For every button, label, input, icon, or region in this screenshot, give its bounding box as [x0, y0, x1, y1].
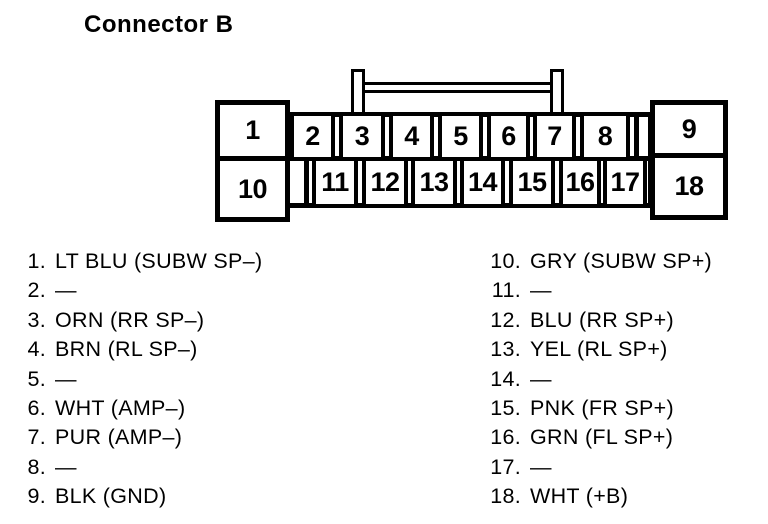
pin-box-1: 1 [215, 100, 290, 161]
legend-pin-number: 10. [490, 249, 521, 273]
legend-pin-number: 17. [490, 454, 521, 479]
legend-entry-17: 17. — [484, 453, 712, 482]
pin-box-6: 6 [487, 112, 530, 161]
legend-entry-2: 2. — [24, 276, 262, 305]
legend-pin-number: 3. [27, 307, 46, 332]
pin-box-5: 5 [438, 112, 483, 161]
legend-entry-10: 10. GRY (SUBW SP+) [484, 247, 712, 276]
legend-pin-label: BLU (RR SP+) [530, 307, 674, 332]
legend-entry-1: 1. LT BLU (SUBW SP–) [24, 247, 262, 276]
legend-pin-label: BLK (GND) [55, 484, 167, 509]
legend-entry-7: 7. PUR (AMP–) [24, 423, 262, 452]
pin-box-4: 4 [389, 112, 434, 161]
legend-pin-label: WHT (+B) [530, 484, 629, 509]
blank-slot-divider-bottom [304, 156, 309, 208]
legend-pin-label: — [55, 366, 77, 391]
pin-box-10: 10 [215, 156, 290, 222]
pin-box-9: 9 [650, 100, 728, 158]
legend-pin-number: 5. [27, 366, 46, 391]
legend-entry-4: 4. BRN (RL SP–) [24, 335, 262, 364]
legend-pin-label: — [530, 366, 552, 391]
legend-pin-number: 16. [490, 425, 521, 450]
legend-pin-label: YEL (RL SP+) [530, 337, 668, 362]
legend-pin-label: LT BLU (SUBW SP–) [55, 249, 263, 273]
legend-right-column: 10. GRY (SUBW SP+) 11. — 12. BLU (RR SP+… [484, 247, 712, 512]
pin-box-3: 3 [339, 112, 385, 161]
legend-pin-number: 15. [490, 396, 521, 421]
pin-box-7: 7 [533, 112, 576, 161]
legend-entry-16: 16. GRN (FL SP+) [484, 423, 712, 452]
legend-entry-8: 8. — [24, 453, 262, 482]
connector-handle-post-left [351, 69, 365, 115]
legend-left-column: 1. LT BLU (SUBW SP–) 2. — 3. ORN (RR SP–… [24, 247, 262, 512]
pin-box-15: 15 [509, 157, 555, 208]
legend-entry-3: 3. ORN (RR SP–) [24, 306, 262, 335]
legend-pin-label: GRN (FL SP+) [530, 425, 674, 450]
legend-pin-number: 9. [27, 484, 46, 509]
legend-pin-number: 8. [27, 454, 46, 479]
legend-pin-number: 2. [27, 278, 46, 303]
legend-entry-13: 13. YEL (RL SP+) [484, 335, 712, 364]
legend-entry-11: 11. — [484, 276, 712, 305]
legend-pin-number: 13. [490, 337, 521, 362]
legend-pin-label: WHT (AMP–) [55, 396, 186, 421]
legend-pin-number: 12. [490, 307, 521, 332]
pin-box-12: 12 [362, 157, 408, 208]
legend-entry-6: 6. WHT (AMP–) [24, 394, 262, 423]
pin-box-2: 2 [290, 112, 335, 161]
connector-handle-post-right [550, 69, 564, 115]
pin-box-8: 8 [580, 112, 630, 161]
legend-pin-number: 6. [27, 396, 46, 421]
legend-pin-number: 1. [27, 249, 46, 273]
legend-pin-label: PUR (AMP–) [55, 425, 183, 450]
legend-pin-label: — [55, 454, 77, 479]
pin-box-14: 14 [460, 157, 505, 208]
blank-slot-divider-top [634, 112, 639, 161]
legend-entry-9: 9. BLK (GND) [24, 482, 262, 511]
pin-box-18: 18 [650, 153, 728, 220]
connector-handle-beam [352, 82, 564, 93]
legend-pin-label: GRY (SUBW SP+) [530, 249, 713, 273]
legend-pin-label: — [530, 278, 552, 303]
page-title: Connector B [84, 11, 234, 38]
pin-box-13: 13 [411, 157, 457, 208]
pin-box-11: 11 [312, 157, 358, 208]
legend-pin-label: PNK (FR SP+) [530, 396, 674, 421]
legend-pin-number: 11. [491, 278, 521, 303]
legend-pin-label: ORN (RR SP–) [55, 307, 205, 332]
legend-pin-label: — [530, 454, 552, 479]
legend-pin-number: 14. [490, 366, 521, 391]
legend-pin-number: 7. [27, 425, 46, 450]
legend-entry-18: 18. WHT (+B) [484, 482, 712, 511]
legend-entry-15: 15. PNK (FR SP+) [484, 394, 712, 423]
legend-pin-number: 4. [27, 337, 46, 362]
pin-box-16: 16 [559, 157, 601, 208]
legend-entry-5: 5. — [24, 365, 262, 394]
legend-pin-label: BRN (RL SP–) [55, 337, 198, 362]
pin-box-17: 17 [603, 157, 647, 208]
legend-pin-number: 18. [490, 484, 521, 509]
legend-entry-14: 14. — [484, 365, 712, 394]
legend-pin-label: — [55, 278, 77, 303]
legend-entry-12: 12. BLU (RR SP+) [484, 306, 712, 335]
